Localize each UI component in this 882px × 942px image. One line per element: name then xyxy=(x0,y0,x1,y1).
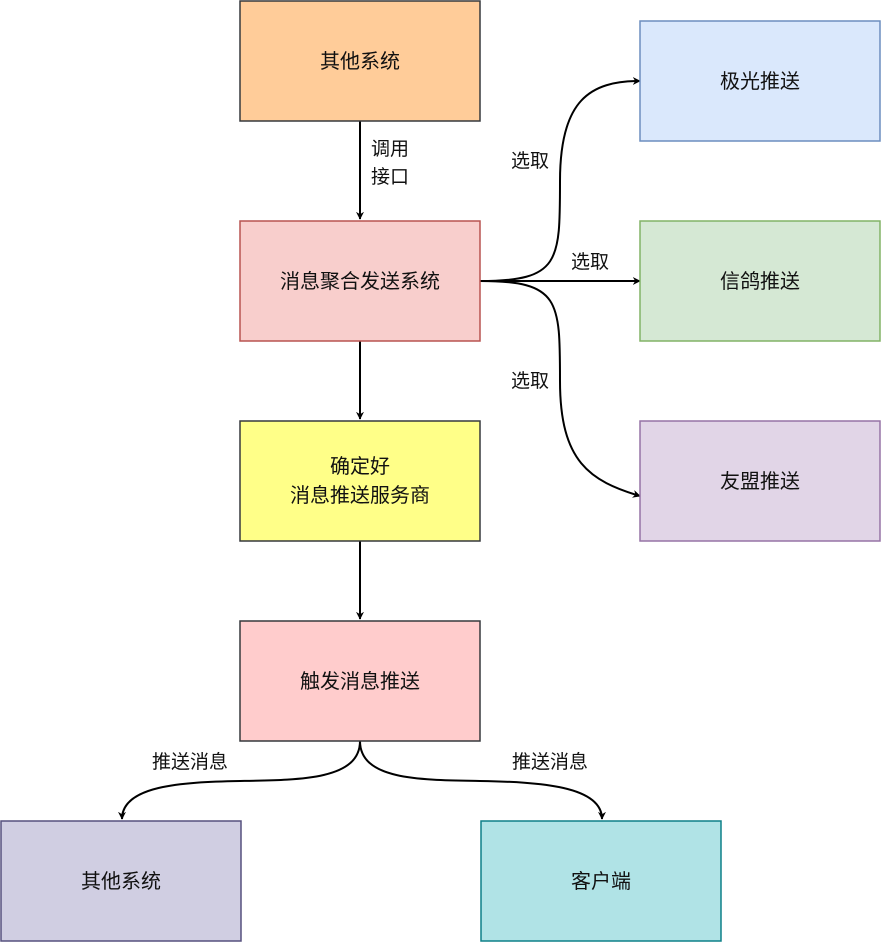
node-xinge-box xyxy=(639,220,881,342)
node-youmeng-label: 友盟推送 xyxy=(720,469,800,493)
edge-push-to-client xyxy=(359,740,606,820)
edge-select-jiguang xyxy=(479,77,641,282)
node-other-system-bottom-box xyxy=(0,820,242,942)
edge-label-call-api-line2: 接口 xyxy=(371,166,409,188)
node-client-label: 客户端 xyxy=(571,869,631,893)
node-jiguang-label: 极光推送 xyxy=(720,69,800,93)
node-provider-label-line2: 消息推送服务商 xyxy=(290,483,430,507)
edge-push-to-other xyxy=(118,740,361,820)
node-client: 客户端 xyxy=(480,820,722,942)
edge-label-call-api-line1: 调用 xyxy=(371,138,409,160)
edge-label-select-jiguang: 选取 xyxy=(511,150,549,172)
node-trigger-box xyxy=(239,620,481,742)
node-aggregator-box xyxy=(239,220,481,342)
node-xinge: 信鸽推送 xyxy=(639,220,881,342)
edge-label-select-youmeng: 选取 xyxy=(511,370,549,392)
node-youmeng: 友盟推送 xyxy=(639,420,881,542)
node-other-system-top-box xyxy=(239,0,481,122)
node-other-system-top: 其他系统 xyxy=(239,0,481,122)
node-other-system-bottom-label: 其他系统 xyxy=(81,869,161,893)
node-youmeng-box xyxy=(639,420,881,542)
edge-label-push-to-client: 推送消息 xyxy=(512,751,588,773)
edge-label-select-xinge: 选取 xyxy=(571,251,609,273)
node-client-box xyxy=(480,820,722,942)
edge-select-youmeng xyxy=(479,280,641,498)
node-jiguang: 极光推送 xyxy=(639,20,881,142)
node-jiguang-box xyxy=(639,20,881,142)
node-aggregator-label: 消息聚合发送系统 xyxy=(280,269,440,293)
node-trigger-label: 触发消息推送 xyxy=(300,669,420,693)
edge-label-push-to-other: 推送消息 xyxy=(152,751,228,773)
node-aggregator: 消息聚合发送系统 xyxy=(239,220,481,342)
node-other-system-top-label: 其他系统 xyxy=(320,49,400,73)
node-provider-box xyxy=(239,420,481,542)
edges: 调用 接口 选取 选取 选取 推送消息 推送消息 xyxy=(118,77,641,820)
node-trigger: 触发消息推送 xyxy=(239,620,481,742)
node-provider-label-line1: 确定好 xyxy=(330,454,390,478)
node-provider: 确定好 消息推送服务商 xyxy=(239,420,481,542)
node-xinge-label: 信鸽推送 xyxy=(720,269,800,293)
node-other-system-bottom: 其他系统 xyxy=(0,820,242,942)
